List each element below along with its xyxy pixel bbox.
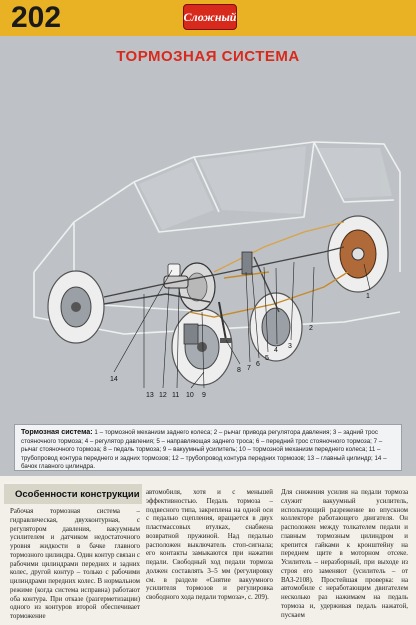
master-cylinder — [163, 263, 189, 289]
vacuum-booster — [178, 262, 216, 312]
callout-9: 9 — [202, 392, 206, 399]
car-windows — [139, 146, 392, 230]
callout-8: 8 — [237, 367, 241, 374]
figure-caption: Тормозная система: 1 – тормозной механиз… — [14, 424, 402, 471]
column-2-text: автомобиля, хотя и с меньшей эффективнос… — [146, 489, 273, 601]
article-column-3: Для снижения усилия на педали тормоза сл… — [281, 489, 408, 625]
publisher-logo: Сложный — [183, 4, 237, 30]
callout-1: 1 — [366, 293, 370, 300]
callout-6: 6 — [256, 361, 260, 368]
page-title: ТОРМОЗНАЯ СИСТЕМА — [116, 48, 300, 65]
parking-brake-lever — [241, 251, 253, 275]
article-column-1: Рабочая тормозная система – гидравлическ… — [10, 508, 140, 625]
callout-14: 14 — [110, 376, 118, 383]
page-number: 202 — [0, 0, 72, 36]
callout-11: 11 — [172, 392, 179, 399]
callout-3: 3 — [288, 343, 292, 350]
column-3-text: Для снижения усилия на педали тормоза сл… — [281, 489, 408, 619]
leader-lines — [113, 261, 371, 389]
callout-2: 2 — [309, 325, 313, 332]
callout-7: 7 — [247, 365, 251, 372]
caption-heading: Тормозная система: — [21, 427, 93, 436]
header-bar — [72, 0, 416, 36]
callout-12: 12 — [159, 392, 167, 399]
brake-lines — [103, 221, 349, 318]
rear-right-brake-mechanism — [327, 215, 389, 293]
callout-10: 10 — [186, 392, 194, 399]
front-right-brake-mechanism — [171, 308, 233, 386]
caption-text: 1 – тормозной механизм заднего колеса; 2… — [21, 429, 387, 471]
callout-13: 13 — [146, 392, 154, 399]
logo-text: Сложный — [183, 9, 237, 24]
article-column-2: автомобиля, хотя и с меньшей эффективнос… — [146, 489, 273, 625]
callout-4: 4 — [274, 347, 278, 354]
rear-left-wheel — [249, 292, 303, 362]
section-heading: Особенности конструкции — [4, 482, 142, 504]
brake-system-illustration: 1 2 3 4 5 6 7 8 9 10 11 12 13 14 — [33, 141, 401, 399]
front-left-wheel — [47, 270, 105, 344]
column-1-text: Рабочая тормозная система – гидравлическ… — [10, 508, 140, 620]
callout-5: 5 — [265, 355, 269, 362]
